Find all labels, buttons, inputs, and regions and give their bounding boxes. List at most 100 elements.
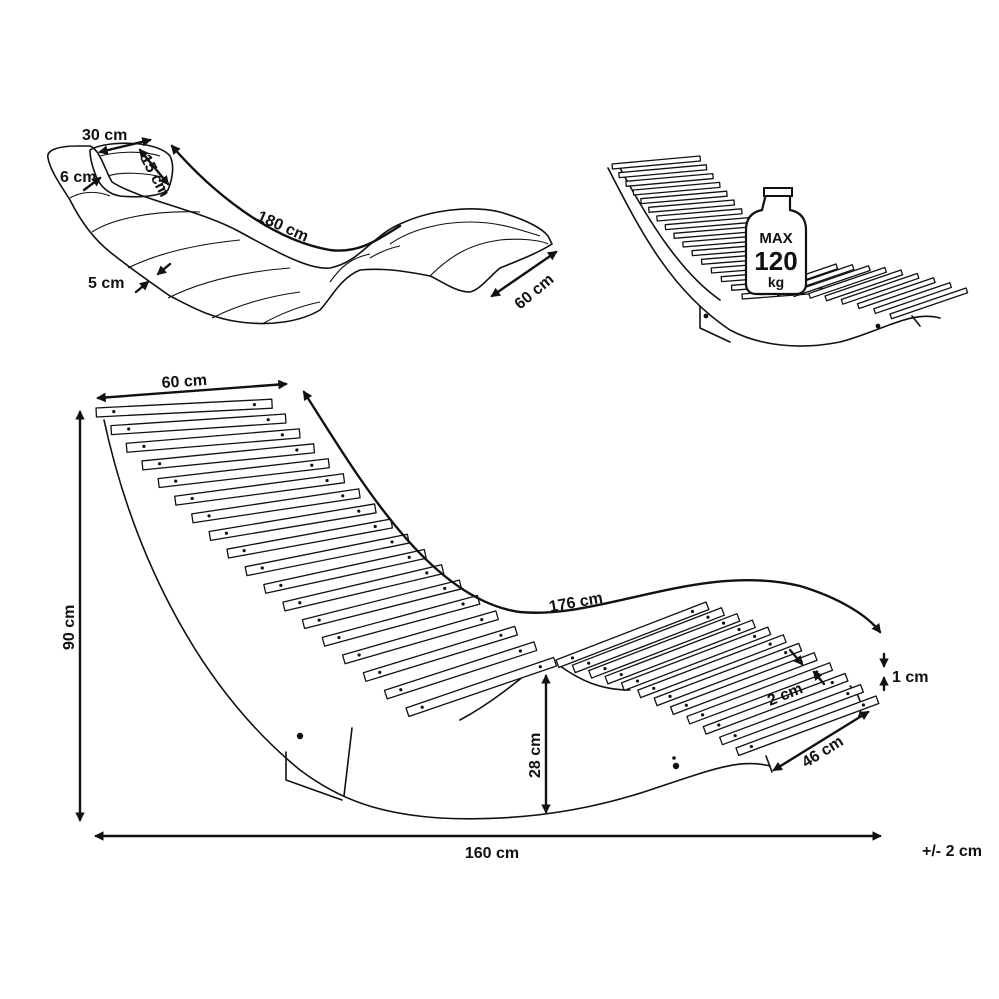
bolt-hole bbox=[538, 665, 542, 669]
backrest-slat bbox=[383, 641, 538, 700]
bolt-hole bbox=[749, 744, 753, 749]
bolt-hole bbox=[846, 692, 850, 696]
bolt-hole bbox=[399, 688, 403, 692]
bolt-hole bbox=[357, 653, 361, 657]
small-backrest-slat bbox=[640, 190, 728, 205]
bolt-hole bbox=[830, 680, 834, 685]
bolt-hole bbox=[753, 634, 757, 639]
bolt-hole bbox=[425, 571, 429, 575]
bolt-hole bbox=[242, 548, 246, 553]
small-footrest-slat bbox=[873, 282, 953, 315]
bolt-hole bbox=[480, 618, 484, 622]
backrest-slat bbox=[362, 625, 519, 682]
bolt-hole bbox=[603, 667, 607, 671]
bolt-hole bbox=[652, 686, 656, 690]
small-backrest-slat bbox=[618, 164, 708, 179]
small-lounger-illustration bbox=[607, 155, 969, 347]
bolt-hole bbox=[341, 494, 345, 498]
bolt-hole bbox=[357, 509, 361, 513]
backrest-slat bbox=[110, 413, 287, 436]
load-capacity-view: MAX 120 kg bbox=[607, 155, 969, 347]
dim-total-160: 160 cm bbox=[465, 845, 519, 862]
bolt-hole bbox=[317, 618, 321, 622]
dim-curve-176: 176 cm bbox=[548, 590, 604, 616]
backrest-slat bbox=[125, 428, 301, 453]
bolt-hole bbox=[298, 601, 302, 605]
bolt-hole bbox=[737, 627, 741, 632]
bolt-hole bbox=[373, 524, 377, 529]
footrest-slat bbox=[637, 634, 787, 699]
dim-top-width-60: 60 cm bbox=[161, 372, 207, 392]
small-backrest-slat bbox=[648, 199, 736, 213]
bolt-hole bbox=[378, 670, 382, 674]
bolt-hole bbox=[260, 566, 264, 570]
bolt-hole bbox=[407, 555, 411, 559]
bolt-hole bbox=[252, 402, 257, 407]
footrest-slat bbox=[620, 626, 772, 692]
bolt-hole bbox=[668, 694, 672, 698]
badge-120: 120 bbox=[754, 246, 797, 276]
bolt-hole bbox=[157, 462, 162, 466]
bolt-hole bbox=[224, 531, 229, 535]
small-backrest-slat bbox=[611, 155, 702, 170]
bolt-hole bbox=[190, 496, 194, 501]
bolt-hole bbox=[207, 514, 211, 518]
bolt-hole bbox=[717, 723, 721, 727]
bolt-hole bbox=[768, 642, 772, 646]
small-lounger-slats bbox=[611, 155, 969, 320]
small-footrest-slat bbox=[840, 272, 920, 305]
bolt-hole bbox=[700, 713, 705, 717]
small-footrest-slat bbox=[889, 287, 969, 320]
bolt-hole bbox=[280, 433, 284, 437]
cushioned-lounger-view: 180 cm 60 cm 5 cm 30 cm 15 cm 6 cm bbox=[47, 127, 558, 325]
bolt-hole bbox=[784, 650, 788, 655]
small-footrest-slat bbox=[824, 269, 904, 302]
bolt-hole bbox=[443, 586, 447, 591]
bolt-hole bbox=[690, 609, 695, 614]
badge-max: MAX bbox=[759, 230, 792, 247]
bolt-hole bbox=[127, 427, 131, 431]
dim-thickness-5: 5 cm bbox=[88, 275, 124, 292]
backrest-slat bbox=[405, 656, 558, 718]
badge-kg: kg bbox=[768, 274, 784, 290]
main-lounger-illustration bbox=[95, 398, 880, 820]
bolt-hole bbox=[619, 672, 623, 677]
dim-slat-thickness-1: 1 cm bbox=[892, 669, 928, 686]
weight-icon: MAX 120 kg bbox=[744, 187, 808, 296]
bolt-hole bbox=[587, 661, 591, 665]
footrest-slat bbox=[702, 672, 849, 735]
bolt-hole bbox=[684, 703, 688, 707]
small-footrest-slat bbox=[856, 277, 936, 310]
dim-pillow-height-15: 15 cm bbox=[136, 152, 172, 200]
bolt-hole bbox=[310, 463, 314, 467]
footrest-slat bbox=[669, 652, 818, 716]
bolt-hole bbox=[635, 679, 640, 683]
bolt-hole bbox=[420, 705, 424, 709]
dim-pillow-depth-6: 6 cm bbox=[60, 169, 96, 186]
bolt-hole bbox=[142, 444, 146, 448]
dim-pillow-width-30: 30 cm bbox=[82, 127, 127, 144]
bolt-hole bbox=[518, 649, 522, 653]
dim-height-90: 90 cm bbox=[61, 605, 78, 650]
bolt-hole bbox=[112, 410, 116, 414]
bolt-hole bbox=[721, 621, 726, 625]
bolt-hole bbox=[266, 418, 270, 422]
footrest-slat bbox=[686, 662, 834, 725]
dim-seat-height-28: 28 cm bbox=[527, 733, 544, 778]
small-backrest-slat bbox=[632, 181, 721, 196]
bolt-hole bbox=[499, 633, 503, 637]
bolt-hole bbox=[325, 478, 329, 483]
small-backrest-slat bbox=[625, 172, 714, 187]
bolt-hole bbox=[337, 635, 341, 640]
bolt-hole bbox=[733, 734, 737, 738]
backrest-slat bbox=[95, 398, 273, 418]
bolt-hole bbox=[174, 479, 178, 483]
bolt-hole bbox=[390, 540, 394, 544]
tolerance-note: +/- 2 cm bbox=[922, 843, 982, 860]
main-lounger-slats bbox=[95, 398, 880, 757]
small-backrest-slat bbox=[656, 208, 743, 222]
small-footrest-slat bbox=[808, 266, 888, 299]
bolt-hole bbox=[861, 703, 865, 707]
bolt-hole bbox=[706, 615, 710, 619]
